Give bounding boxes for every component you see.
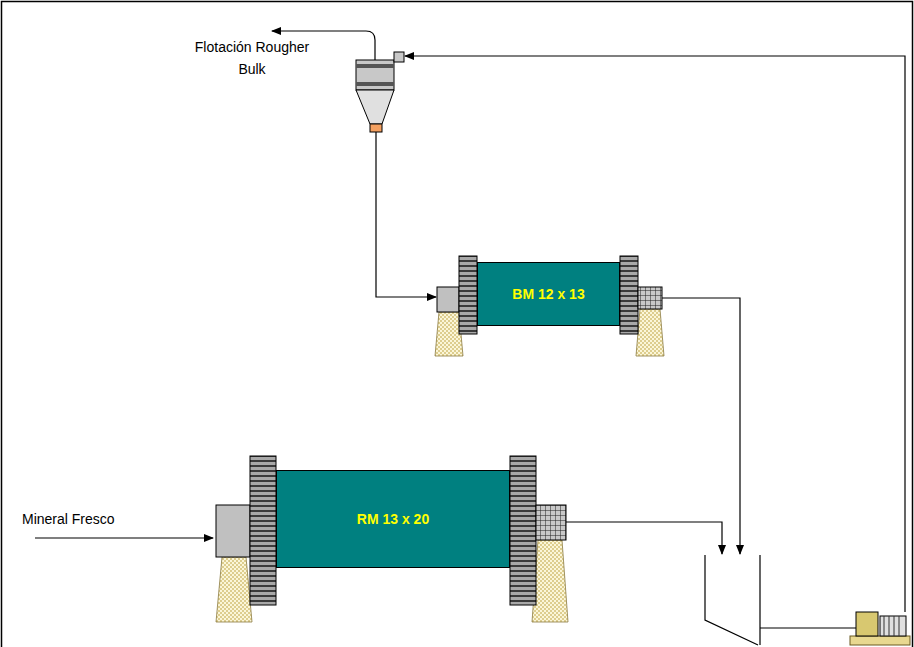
discharge-line — [566, 522, 722, 554]
cyclone-band — [356, 82, 394, 86]
mill-label: BM 12 x 13 — [512, 286, 584, 302]
pump-base — [850, 636, 910, 645]
rod-mill-body: RM 13 x 20 — [276, 470, 510, 568]
ball-mill-body: BM 12 x 13 — [477, 262, 620, 326]
cyclone-apex — [370, 124, 382, 132]
underflow-line — [376, 132, 436, 297]
cyclone-band — [356, 64, 394, 68]
feed-chute — [216, 505, 250, 557]
feed-label: Mineral Fresco — [22, 508, 202, 530]
motor-fins — [884, 616, 899, 636]
destination-label: Flotación Rougher Bulk — [190, 36, 314, 80]
mill-support — [216, 557, 252, 622]
mill-label: RM 13 x 20 — [357, 511, 429, 527]
pump-motor — [880, 616, 906, 636]
mill-support — [532, 540, 568, 622]
sump-outlet — [760, 627, 856, 628]
mill-flange — [620, 256, 638, 334]
cyclone-cone — [356, 90, 394, 124]
mill-support — [636, 309, 664, 356]
mill-flange — [459, 256, 477, 334]
trommel — [536, 505, 566, 540]
feed-line — [35, 537, 213, 538]
mill-flange — [250, 456, 276, 605]
sump — [705, 555, 760, 645]
feed-chute — [437, 287, 459, 312]
pump-casing — [856, 612, 878, 636]
cyclone-body — [356, 60, 394, 90]
cyclone-inlet — [394, 52, 404, 62]
trommel — [638, 287, 662, 309]
discharge-line — [662, 298, 740, 554]
mill-flange — [510, 456, 536, 605]
